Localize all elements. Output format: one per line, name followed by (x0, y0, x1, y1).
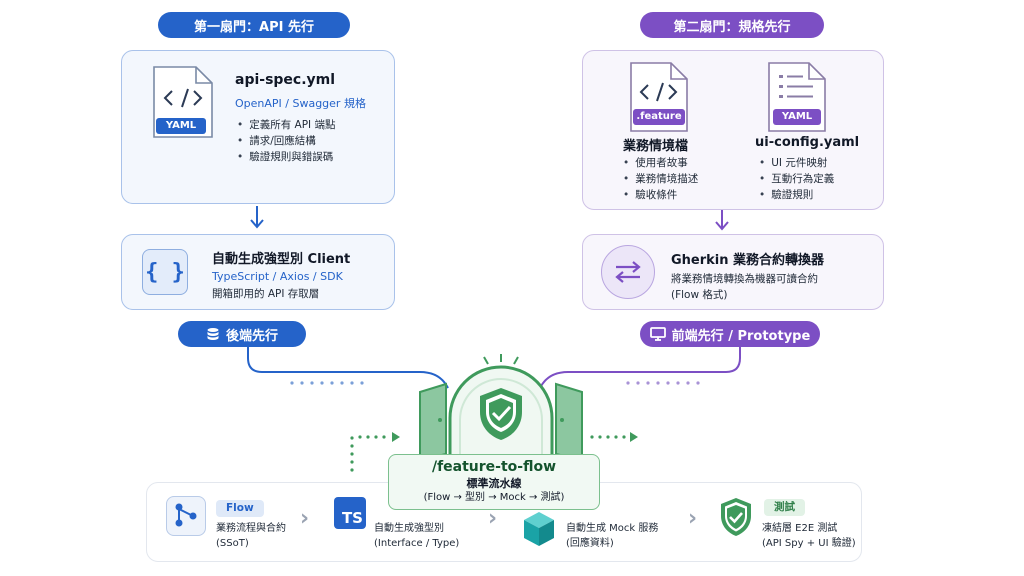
curly-braces-icon: { } (142, 249, 188, 295)
feature-file-tag: .feature (633, 109, 685, 125)
api-spec-bullets: 定義所有 API 端點 請求/回應結構 驗證規則與錯誤碼 (237, 117, 336, 165)
ui-config-bullets: UI 元件映射 互動行為定義 驗證規則 (759, 155, 834, 203)
step1-line2: (SSoT) (216, 538, 249, 549)
flow-badge: Flow (216, 500, 264, 517)
typescript-icon: TS (334, 497, 366, 529)
feature-bullets: 使用者故事 業務情境描述 驗收條件 (623, 155, 698, 203)
typescript-icon-label: TS (341, 509, 363, 527)
backend-first-badge: 後端先行 (178, 321, 306, 347)
bullet-item: 驗證規則與錯誤碼 (237, 149, 336, 165)
api-spec-title: api-spec.yml (235, 72, 336, 88)
ui-config-title: ui-config.yaml (755, 135, 860, 150)
converter-desc-line1: 將業務情境轉換為機器可讀合約 (671, 273, 818, 285)
swap-arrows-icon (601, 245, 655, 299)
frontend-first-label: 前端先行 / Prototype (671, 328, 811, 344)
yaml-file-tag: YAML (773, 109, 821, 125)
chevron-right-icon: › (488, 506, 498, 531)
bullet-item: UI 元件映射 (759, 155, 834, 171)
bullet-item: 使用者故事 (623, 155, 698, 171)
step1-line1: 業務流程與合約 (216, 523, 286, 534)
bullet-item: 驗證規則 (759, 187, 834, 203)
feature-title: 業務情境檔 (623, 139, 689, 154)
frontend-first-badge: 前端先行 / Prototype (640, 321, 820, 347)
converter-panel: Gherkin 業務合約轉換器 將業務情境轉換為機器可讀合約 (Flow 格式) (582, 234, 884, 310)
spec-first-panel: .feature 業務情境檔 使用者故事 業務情境描述 驗收條件 YAML ui… (582, 50, 884, 210)
pipeline-title: /feature-to-flow (431, 459, 557, 475)
left-branch-header-label: 第一扇門：API 先行 (194, 19, 314, 35)
converter-title: Gherkin 業務合約轉換器 (671, 253, 825, 268)
flow-nodes-icon (166, 496, 206, 536)
client-title: 自動生成強型別 Client (212, 252, 351, 267)
step3-line1: 自動生成 Mock 服務 (566, 523, 659, 534)
right-branch-header-label: 第二扇門：規格先行 (673, 19, 791, 35)
pipeline-caption: (Flow → 型別 → Mock → 測試) (423, 492, 565, 503)
chevron-right-icon: › (300, 506, 310, 531)
pipeline-center-card: /feature-to-flow 標準流水線 (Flow → 型別 → Mock… (388, 454, 600, 510)
client-panel: { } 自動生成強型別 Client TypeScript / Axios / … (121, 234, 395, 310)
bullet-item: 定義所有 API 端點 (237, 117, 335, 133)
bullet-item: 請求/回應結構 (237, 133, 336, 149)
client-desc: 開箱即用的 API 存取層 (212, 288, 320, 300)
api-spec-subtitle: OpenAPI / Swagger 規格 (235, 97, 366, 110)
step4-line1: 凍結層 E2E 測試 (762, 523, 838, 534)
step2-line2: (Interface / Type) (374, 538, 460, 549)
step4-line2: (API Spy + UI 驗證) (762, 538, 856, 549)
monitor-icon (649, 327, 666, 341)
step2-line1: 自動生成強型別 (374, 523, 444, 534)
gate-illustration (419, 354, 583, 460)
chevron-right-icon: › (688, 506, 698, 531)
bullet-item: 互動行為定義 (759, 171, 834, 187)
test-badge: 測試 (764, 499, 805, 516)
cube-icon (524, 512, 554, 546)
bullet-item: 業務情境描述 (623, 171, 698, 187)
client-subtitle: TypeScript / Axios / SDK (212, 270, 343, 283)
bullet-item: 驗收條件 (623, 187, 698, 203)
backend-first-label: 後端先行 (225, 328, 278, 344)
api-spec-panel: YAML api-spec.yml OpenAPI / Swagger 規格 定… (121, 50, 395, 204)
database-icon (207, 328, 219, 340)
yaml-file-tag: YAML (156, 118, 206, 134)
step3-line2: (回應資料) (566, 538, 614, 549)
converter-desc-line2: (Flow 格式) (671, 289, 728, 301)
pipeline-subtitle: 標準流水線 (466, 477, 522, 490)
right-branch-header: 第二扇門：規格先行 (640, 12, 824, 38)
shield-check-icon (721, 498, 751, 536)
left-branch-header: 第一扇門：API 先行 (158, 12, 350, 38)
